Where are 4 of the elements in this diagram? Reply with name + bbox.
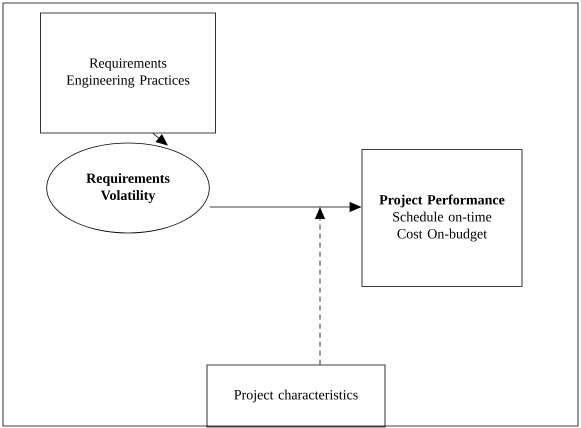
process-box: Project characteristics — [206, 364, 386, 428]
process-box: Project Performance Schedule on-time Cost On-budget — [362, 149, 522, 287]
ellipse-node: Requirements Volatility — [46, 142, 210, 234]
process-box: Requirements Engineering Practices — [40, 12, 216, 134]
